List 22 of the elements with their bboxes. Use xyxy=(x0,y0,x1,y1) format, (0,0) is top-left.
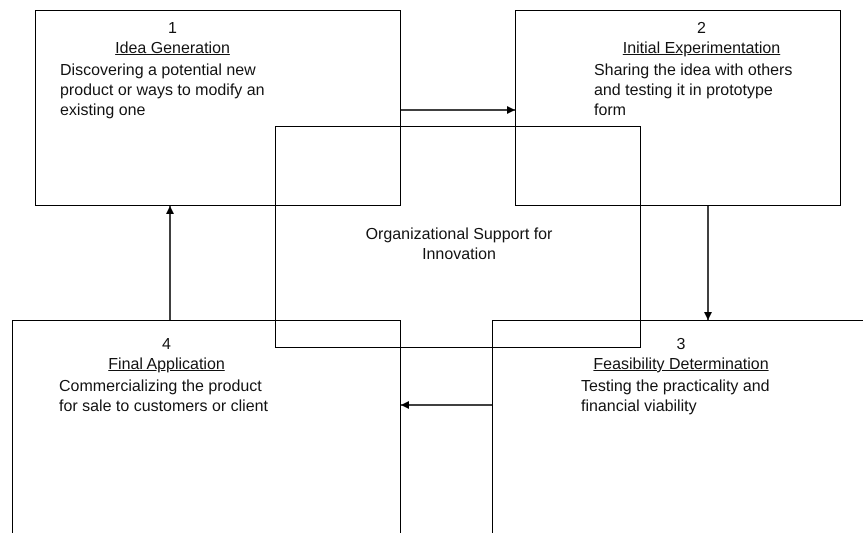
step-description: Discovering a potential new product or ways to modify an existing one xyxy=(60,61,266,121)
step-title: Idea Generation xyxy=(115,40,230,57)
stage-box xyxy=(35,10,401,206)
step-description: Commercializing the product for sale to customers or client xyxy=(59,377,269,417)
step-description: Testing the practicality and financial viability xyxy=(581,377,771,417)
arrow xyxy=(401,401,492,409)
step-number: 4 xyxy=(162,336,171,353)
step-title: Feasibility Determination xyxy=(593,356,769,373)
center-box xyxy=(275,126,641,348)
stage-box xyxy=(515,10,841,206)
stage-box xyxy=(12,320,401,533)
arrow xyxy=(166,206,174,320)
step-title: Initial Experimentation xyxy=(622,40,780,57)
step-description: Sharing the idea with others and testing it in prototype form xyxy=(594,61,794,121)
stage-box xyxy=(492,320,863,533)
step-number: 2 xyxy=(697,20,706,37)
step-title: Final Application xyxy=(108,356,225,373)
step-number: 1 xyxy=(168,20,177,37)
arrow xyxy=(704,206,712,320)
step-number: 3 xyxy=(676,336,686,353)
arrow xyxy=(401,106,515,114)
center-label: Organizational Support for Innovation xyxy=(364,225,554,265)
